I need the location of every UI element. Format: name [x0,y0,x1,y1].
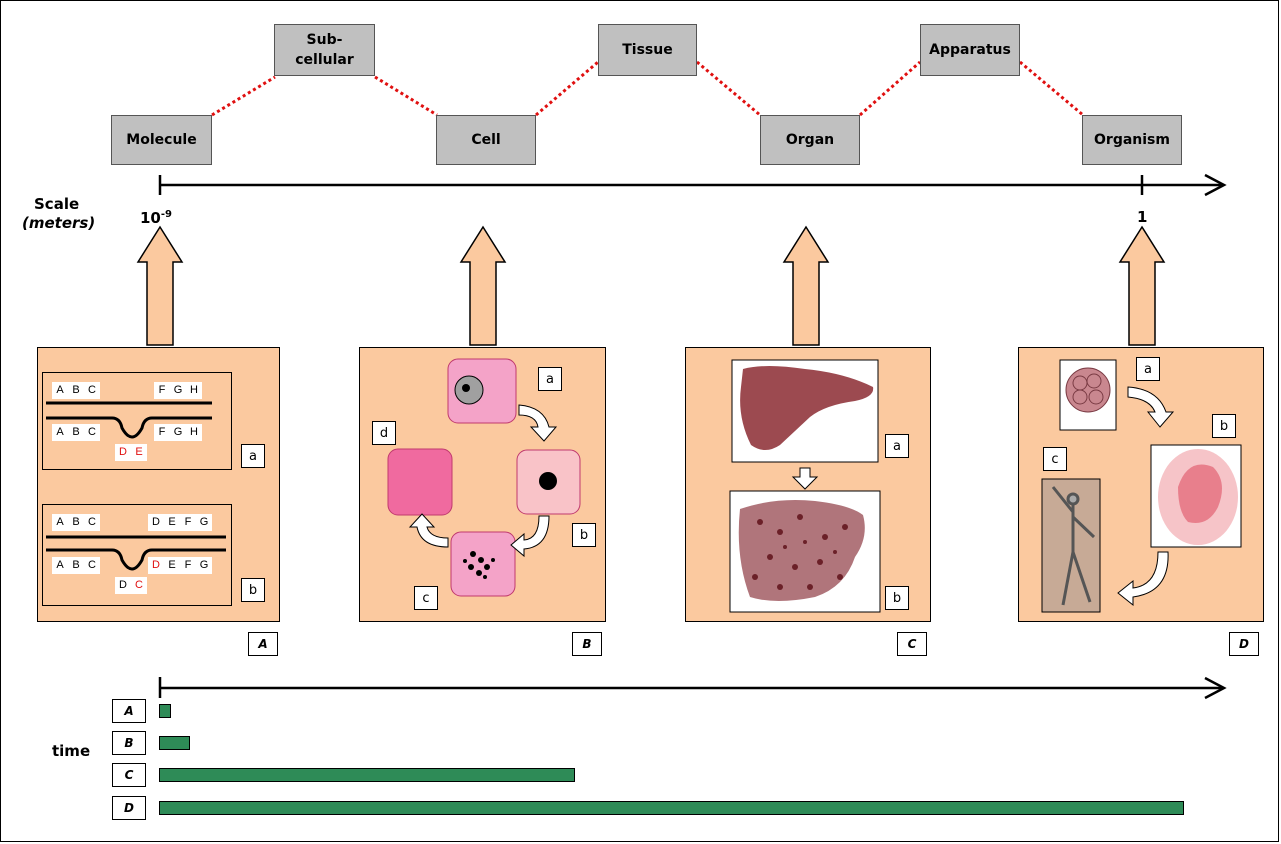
panel-b-label-b: b [572,523,596,547]
level-organism: Organism [1082,115,1182,165]
panel-d-label-c: c [1043,447,1067,471]
scale-min-label: 10-9 [140,209,172,227]
level-organ: Organ [760,115,860,165]
panel-d-caption: D [1229,632,1259,656]
time-row-label: D [112,796,146,820]
panel-d-organism-development [1041,359,1242,613]
panel-c-organ-tissue [729,359,881,613]
panel-b-label-c: c [414,586,438,610]
level-apparatus: Apparatus [920,24,1020,76]
panel-d-label-b: b [1212,414,1236,438]
time-row-label: A [112,699,146,723]
upward-arrows [136,225,1166,346]
panel-a-caption: A [248,632,278,656]
time-label: time [52,742,91,760]
panel-b-label-d: d [372,421,396,445]
panel-a-label-b: b [241,578,265,602]
panel-b-caption: B [572,632,602,656]
time-row-label: B [112,731,146,755]
panel-b-label-a: a [538,367,562,391]
time-row-label: C [112,763,146,787]
panel-b-cell-cycle [387,358,581,597]
time-bar [159,736,190,750]
level-cell: Cell [436,115,536,165]
time-bar [159,801,1184,815]
panel-a-label-a: a [241,444,265,468]
level-subcellular: Sub-cellular [274,24,375,76]
level-connectors [211,60,1084,117]
panel-c-caption: C [897,632,927,656]
scale-max-label: 1 [1137,208,1148,226]
panel-c-label-a: a [885,434,909,458]
level-tissue: Tissue [598,24,697,76]
level-molecule: Molecule [111,115,212,165]
scale-label: Scale [34,195,80,213]
time-bar [159,768,576,782]
time-bar [159,704,172,718]
panel-a-dna-lines [46,401,226,571]
scale-unit: (meters) [22,214,96,232]
panel-d-label-a: a [1136,357,1160,381]
panel-c-label-b: b [885,586,909,610]
